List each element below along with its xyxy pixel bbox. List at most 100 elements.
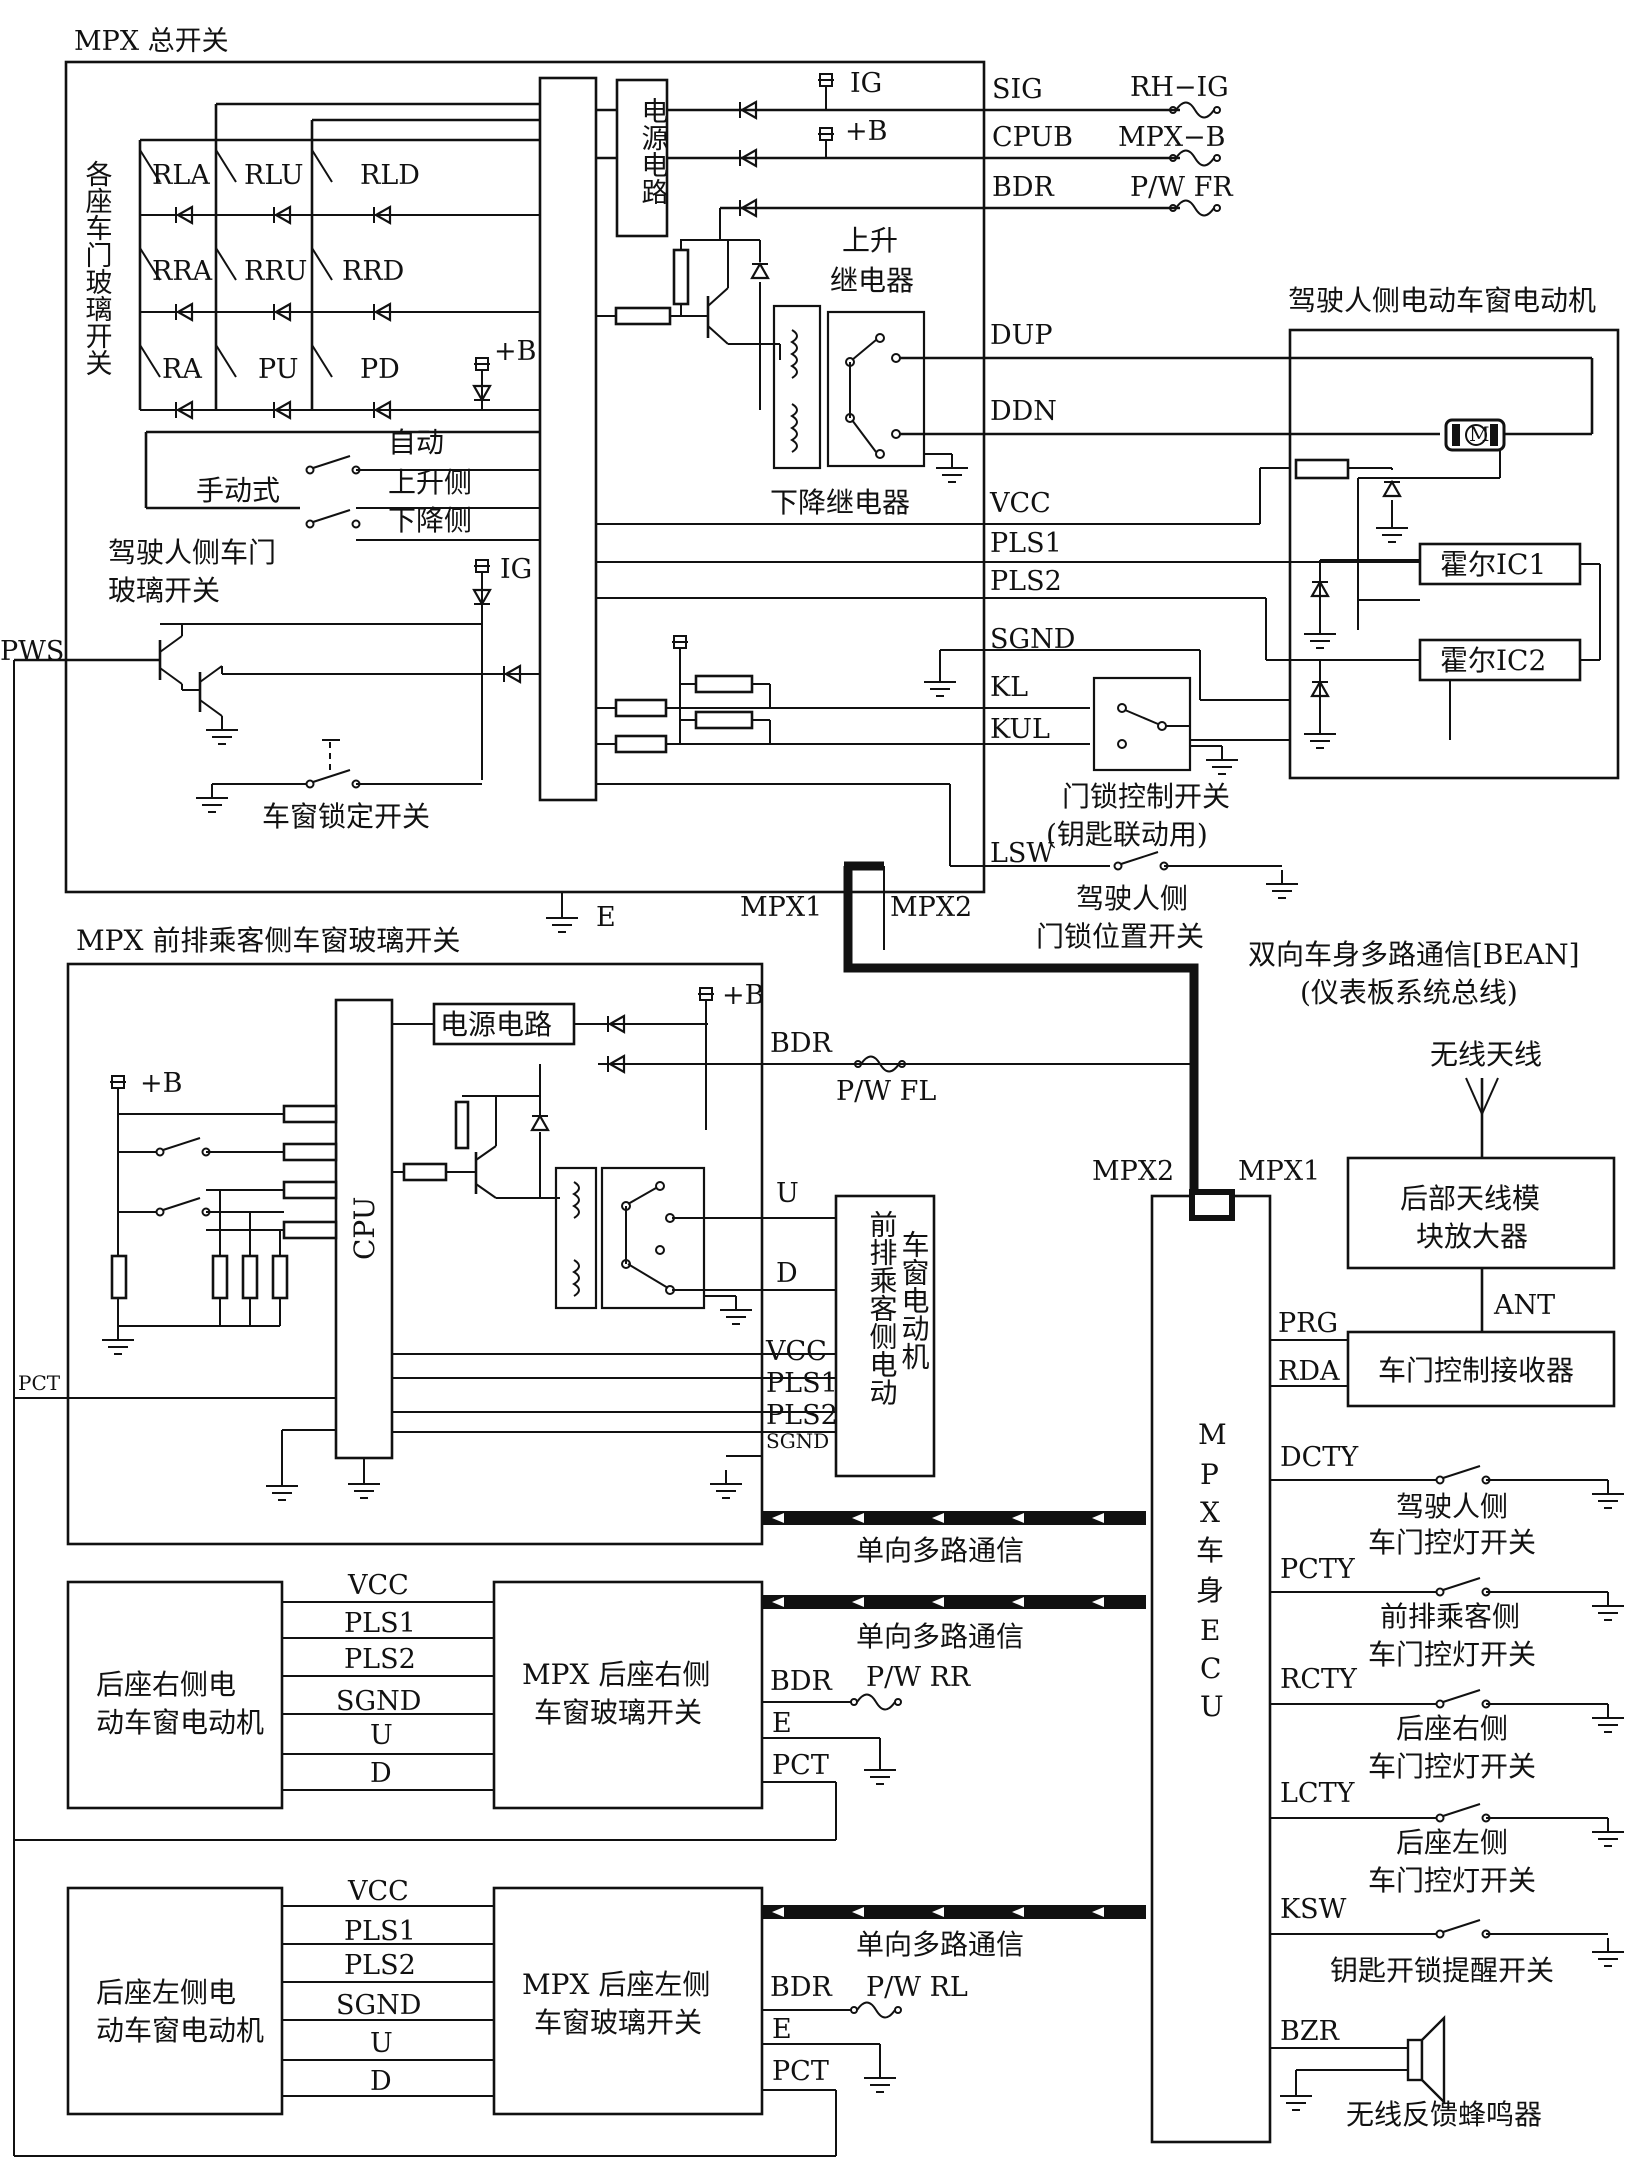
svg-text:RLD: RLD [360,160,420,191]
door-receiver-label: 车门控制接收器 [1378,1354,1574,1387]
plus-b-fp-label: +B [722,980,764,1011]
vcc2-terminal: VCC [765,1336,827,1367]
rr-pin-sgnd: SGND [336,1686,421,1717]
pw-fr-label: P/W FR [1130,172,1233,203]
svg-text:RLU: RLU [244,160,304,191]
switch-rlu: RLU [215,149,304,225]
down-relay-label: 下降继电器 [770,486,910,519]
rl-motor-label-1: 后座左侧电 [96,1976,236,2009]
auto-label: 自动 [388,426,444,459]
pls2-terminal: PLS2 [990,566,1062,597]
svg-text:单向多路通信: 单向多路通信 [856,1534,1024,1567]
rr-bdr: BDR [770,1666,832,1697]
switch-ra: RA [139,344,202,420]
svg-text:单向多路通信: 单向多路通信 [856,1620,1024,1653]
buzzer-label: 无线反馈蜂鸣器 [1346,2098,1542,2131]
master-switch-block: MPX 总开关 电源电路 IG +B SIG CPUB BDR RH−IG MP… [0,26,1592,953]
buzzer-block: BZR 无线反馈蜂鸣器 [1270,2015,1542,2131]
rr-pin-pls2: PLS2 [344,1644,416,1675]
rr-motor-label-1: 后座右侧电 [96,1668,236,1701]
switch-rla: RLA [139,149,210,225]
oneway-comm-2: 单向多路通信 [762,1595,1146,1653]
door-lock-ctrl-label-2: (钥匙联动用) [1046,818,1208,851]
pcty-label-1: 前排乘客侧 [1380,1600,1520,1633]
up-relay-label-2: 继电器 [830,264,914,297]
rl-switch-box [492,1886,764,2116]
power-circuit-2-label: 电源电路 [440,1008,552,1041]
mpx-b-label: MPX−B [1118,122,1226,153]
bdr-terminal: BDR [992,172,1054,203]
switch-rru: RRU [215,247,307,322]
switch-pd: PD [311,344,400,420]
pcty-label-2: 车门控灯开关 [1368,1638,1536,1671]
oneway-comm-1: 单向多路通信 [762,1511,1146,1567]
e-terminal: E [596,902,616,933]
mpx1-terminal-top: MPX1 [740,892,822,923]
body-ecu-label-2: X [1200,1496,1220,1529]
rr-motor-label-2: 动车窗电动机 [96,1706,264,1739]
lsw-terminal: LSW [990,838,1054,869]
rear-left-block: 后座左侧电 动车窗电动机 MPX 后座左侧 车窗玻璃开关 VCC PLS1 PL… [14,1876,968,2157]
rcty-label-1: 后座右侧 [1396,1712,1508,1745]
dcty-label-1: 驾驶人侧 [1396,1490,1508,1523]
rr-motor-box [66,1580,284,1810]
pls2-2-terminal: PLS2 [766,1400,838,1431]
hall-ic2-box [1418,638,1582,682]
down-side-label: 下降侧 [388,504,472,537]
rda-terminal: RDA [1278,1356,1340,1387]
body-ecu-label-6: C [1200,1652,1221,1685]
driver-lock-pos-label-2: 门锁位置开关 [1036,920,1204,953]
driver-motor-block: 驾驶人侧电动车窗电动机 M 霍尔IC1 霍尔IC2 [1190,284,1620,780]
bean-label-1: 双向车身多路通信[BEAN] [1248,938,1580,971]
ksw-terminal: KSW [1280,1894,1347,1925]
rl-pin-sgnd: SGND [336,1990,421,2021]
rl-pin-d: D [370,2066,392,2097]
body-ecu-box [1150,1194,1272,2144]
dup-terminal: DUP [990,320,1053,351]
pct-terminal: PCT [18,1371,61,1395]
front-passenger-switch-block: MPX 前排乘客侧车窗玻璃开关 CPU 电源电路 +B BDR P/W FL [14,924,1196,1546]
svg-text:RRU: RRU [244,256,307,287]
manual-label: 手动式 [196,474,280,507]
body-ecu-label-5: E [1200,1614,1220,1647]
sig-terminal: SIG [992,74,1043,105]
body-ecu-label-3: 车 [1196,1534,1224,1567]
mpx2-terminal-top: MPX2 [890,892,972,923]
rr-pin-d: D [370,1758,392,1789]
driver-switch-label-1: 驾驶人侧车门 [108,536,276,569]
cpub-terminal: CPUB [992,122,1073,153]
rr-pct: PCT [772,1750,829,1781]
up-relay-label-1: 上升 [842,224,898,257]
rl-e: E [772,2014,792,2045]
hall-ic2-label: 霍尔IC2 [1440,644,1546,677]
rr-switch-label-2: 车窗玻璃开关 [534,1696,702,1729]
driver-switch-label-2: 玻璃开关 [108,574,220,607]
pw-fl-label: P/W FL [836,1076,936,1107]
rl-motor-label-2: 动车窗电动机 [96,2014,264,2047]
body-ecu-block: MPX2 MPX1 M P X 车 身 E C U [1092,1156,1320,2144]
dcty-terminal: DCTY [1280,1442,1359,1473]
rl-switch-label-2: 车窗玻璃开关 [534,2006,702,2039]
rr-pin-pls1: PLS1 [344,1608,416,1639]
d-terminal: D [776,1258,798,1289]
bean-label-2: (仪表板系统总线) [1300,976,1518,1009]
svg-text:PU: PU [258,354,298,385]
rl-fuse-label: P/W RL [866,1972,968,2003]
svg-text:RLA: RLA [152,160,210,191]
plus-b-terminal-label: +B [845,116,887,147]
rcty-label-2: 车门控灯开关 [1368,1750,1536,1783]
rl-switch-label-1: MPX 后座左侧 [522,1968,710,2001]
master-switch-title: MPX 总开关 [74,26,229,57]
prg-terminal: PRG [1278,1308,1338,1339]
kl-terminal: KL [990,672,1028,703]
antenna-amp-label-1: 后部天线模 [1400,1182,1540,1215]
buzzer-icon [1406,2038,1424,2082]
svg-text:RA: RA [162,354,202,385]
bzr-terminal: BZR [1280,2016,1340,2047]
courtesy-switches: DCTY 驾驶人侧 车门控灯开关 PCTY 前排乘客侧 车门控灯开关 RCTY … [1270,1442,1625,1987]
rl-pin-pls1: PLS1 [344,1916,416,1947]
switch-rra: RRA [139,247,213,322]
rh-ig-label: RH−IG [1130,72,1229,103]
sgnd-terminal: SGND [990,624,1075,655]
rl-pct: PCT [772,2056,829,2087]
